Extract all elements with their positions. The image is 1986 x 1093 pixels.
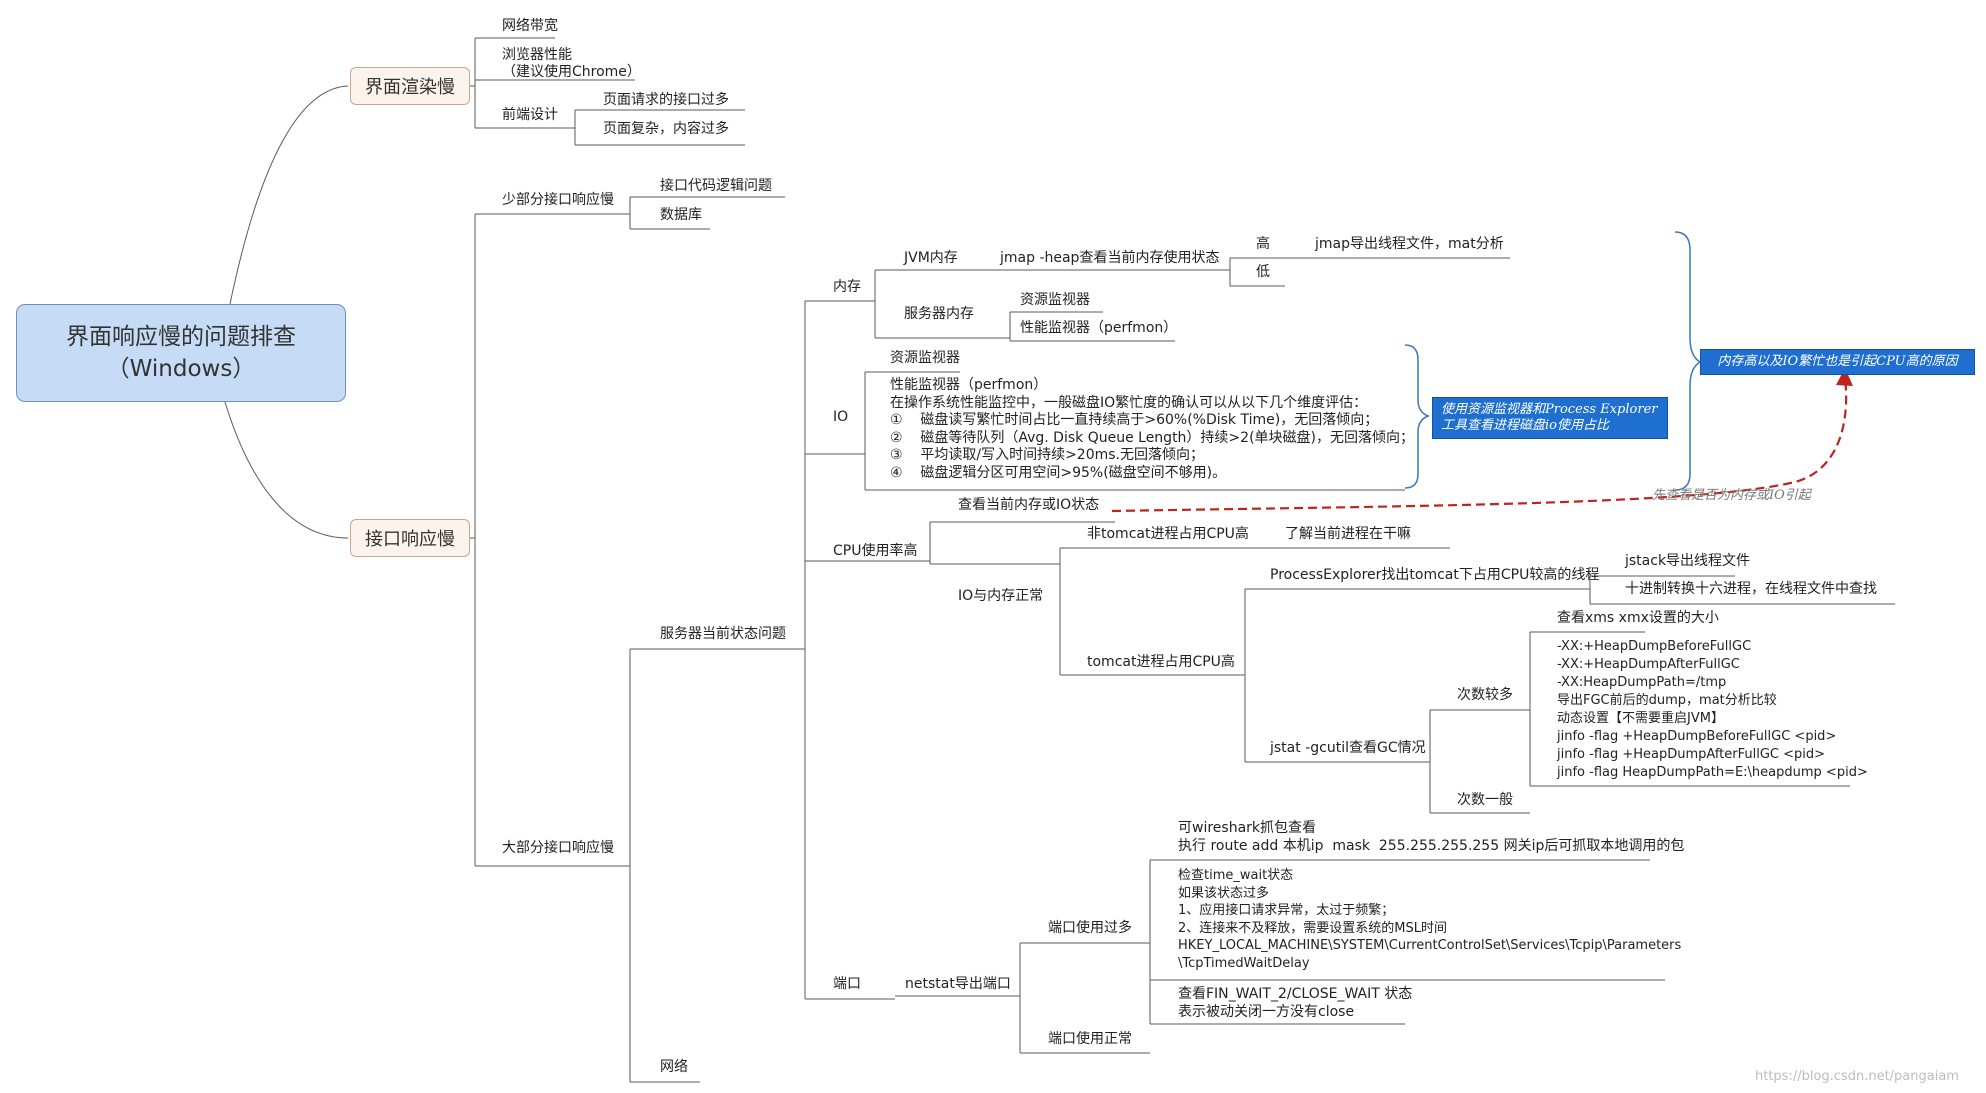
io-label: IO xyxy=(833,409,849,425)
jvm-memory-label: JVM内存 xyxy=(904,250,958,266)
network-bandwidth-label: 网络带宽 xyxy=(502,18,558,34)
hex-convert-label: 十进制转换十六进程，在线程文件中查找 xyxy=(1625,581,1877,597)
high-label: 高 xyxy=(1256,236,1270,252)
fin-wait-text: 查看FIN_WAIT_2/CLOSE_WAIT 状态 表示被动关闭一方没有clo… xyxy=(1178,986,1413,1020)
high-action-label: jmap导出线程文件，mat分析 xyxy=(1315,236,1504,252)
too-many-requests-label: 页面请求的接口过多 xyxy=(603,92,729,108)
page-complex-label: 页面复杂，内容过多 xyxy=(603,121,729,137)
browser-perf-label: 浏览器性能 xyxy=(502,47,572,63)
non-tomcat-label: 非tomcat进程占用CPU高 xyxy=(1087,526,1249,542)
gc-many-label: 次数较多 xyxy=(1457,687,1513,703)
frontend-design-label: 前端设计 xyxy=(502,107,558,123)
most-apis-slow-label: 大部分接口响应慢 xyxy=(502,840,614,856)
database-label: 数据库 xyxy=(660,207,702,223)
browser-perf-note: （建议使用Chrome） xyxy=(502,64,641,80)
cpu-high-label: CPU使用率高 xyxy=(833,543,918,559)
understand-process-label: 了解当前进程在干嘛 xyxy=(1285,526,1411,542)
mem-perf-monitor-label: 性能监视器（perfmon） xyxy=(1020,320,1178,336)
gc-general-label: 次数一般 xyxy=(1457,792,1513,808)
server-memory-label: 服务器内存 xyxy=(904,306,974,322)
io-mem-normal-label: IO与内存正常 xyxy=(958,588,1044,604)
wireshark-text: 可wireshark抓包查看 执行 route add 本机ip mask 25… xyxy=(1178,820,1685,854)
check-mem-io-label: 查看当前内存或IO状态 xyxy=(958,497,1100,513)
tomcat-cpu-high-label: tomcat进程占用CPU高 xyxy=(1087,654,1235,670)
network-label: 网络 xyxy=(660,1059,688,1075)
root-title: 界面响应慢的问题排查 xyxy=(66,324,296,350)
netstat-label: netstat导出端口 xyxy=(905,976,1011,992)
io-resource-monitor-label: 资源监视器 xyxy=(890,350,960,366)
port-label: 端口 xyxy=(833,976,861,992)
jstack-label: jstack导出线程文件 xyxy=(1625,553,1751,569)
jstat-label: jstat -gcutil查看GC情况 xyxy=(1270,740,1426,756)
xms-xmx-label: 查看xms xmx设置的大小 xyxy=(1557,610,1719,626)
memory-label: 内存 xyxy=(833,279,861,295)
branch-render-slow: 界面渲染慢 xyxy=(350,67,470,105)
mem-resource-monitor-label: 资源监视器 xyxy=(1020,292,1090,308)
port-normal-label: 端口使用正常 xyxy=(1048,1031,1132,1047)
watermark: https://blog.csdn.net/pangaiam xyxy=(1755,1069,1959,1084)
few-apis-slow-label: 少部分接口响应慢 xyxy=(502,192,614,208)
root-node: 界面响应慢的问题排查 （Windows） xyxy=(16,304,346,402)
time-wait-text: 检查time_wait状态 如果该状态过多 1、应用接口请求异常，太过于频繁； … xyxy=(1178,868,1682,971)
io-tools-callout: 使用资源监视器和Process Explorer 工具查看进程磁盘io使用占比 xyxy=(1432,397,1668,439)
heap-dump-text: -XX:+HeapDumpBeforeFullGC -XX:+HeapDumpA… xyxy=(1557,639,1868,780)
root-subtitle: （Windows） xyxy=(106,356,256,382)
code-logic-label: 接口代码逻辑问题 xyxy=(660,178,772,194)
cause-callout: 内存高以及IO繁忙也是引起CPU高的原因 xyxy=(1700,349,1975,375)
low-label: 低 xyxy=(1256,264,1270,280)
first-check-note: 先查看是否为内存或IO引起 xyxy=(1652,488,1811,503)
jmap-heap-label: jmap -heap查看当前内存使用状态 xyxy=(1000,250,1220,266)
branch-api-slow: 接口响应慢 xyxy=(350,519,470,557)
process-explorer-label: ProcessExplorer找出tomcat下占用CPU较高的线程 xyxy=(1270,567,1600,583)
server-status-label: 服务器当前状态问题 xyxy=(660,626,786,642)
io-perf-text: 性能监视器（perfmon） 在操作系统性能监控中，一般磁盘IO繁忙度的确认可以… xyxy=(890,377,1414,481)
port-too-many-label: 端口使用过多 xyxy=(1048,920,1132,936)
